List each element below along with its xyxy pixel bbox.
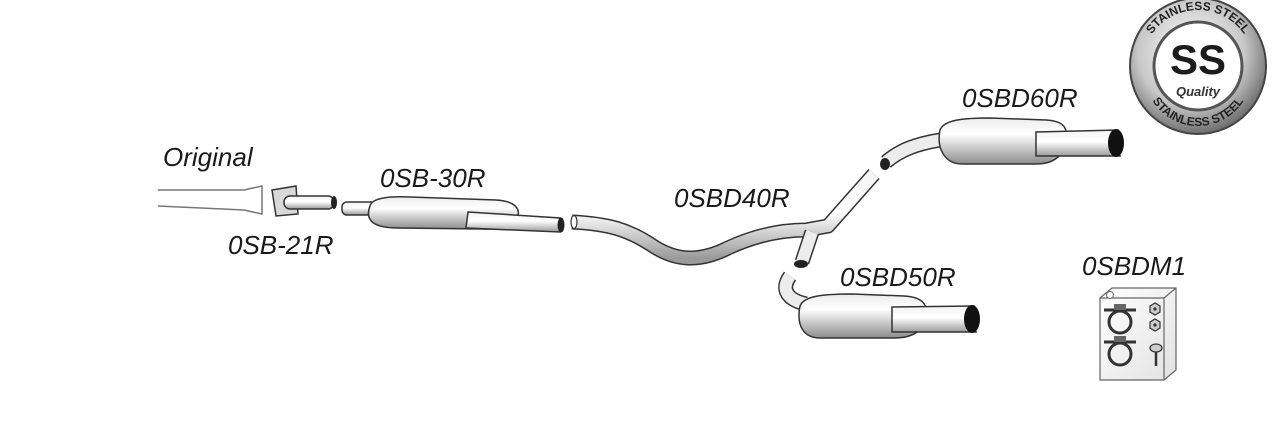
label-0sbd50r: 0SBD50R	[840, 262, 956, 292]
stainless-steel-badge: STAINLESS STEEL STAINLESS STEEL SS Quali…	[1129, 0, 1267, 135]
badge-initials: SS	[1170, 36, 1226, 83]
original-pipe	[157, 185, 263, 215]
label-0sb-30r: 0SB-30R	[380, 163, 486, 193]
bolt-icon	[1149, 343, 1163, 366]
front-pipe-0sb-21r	[271, 185, 337, 217]
label-0sbdm1: 0SBDM1	[1082, 251, 1186, 281]
middle-muffler-0sb-30r	[341, 196, 565, 233]
label-original: Original	[163, 142, 254, 172]
mounting-kit-0sbdm1	[1099, 287, 1177, 381]
nut-icon	[1149, 302, 1161, 332]
clamp-icon	[1104, 304, 1136, 335]
badge-quality: Quality	[1176, 84, 1221, 99]
label-0sbd40r: 0SBD40R	[674, 183, 790, 213]
rear-muffler-0sbd50r	[778, 271, 980, 339]
rear-muffler-0sbd60r	[880, 117, 1124, 170]
label-0sb-21r: 0SB-21R	[228, 230, 334, 260]
y-pipe-0sbd40r	[570, 169, 880, 268]
label-0sbd60r: 0SBD60R	[962, 83, 1078, 113]
clamp-icon	[1104, 336, 1136, 367]
